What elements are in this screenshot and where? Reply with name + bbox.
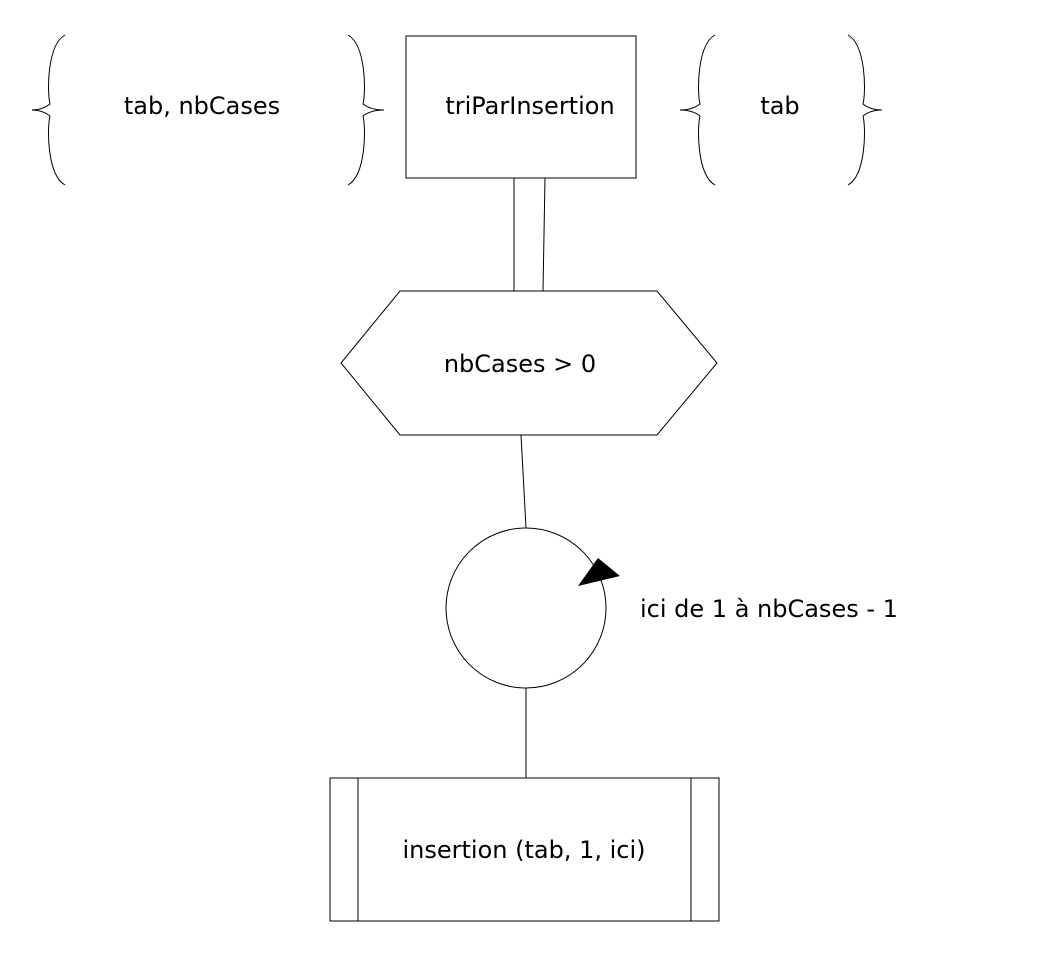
output-parameters-text: tab: [760, 92, 799, 120]
output-left-brace: [679, 34, 716, 186]
loop-arrow-icon: [578, 558, 620, 586]
input-parameters-text: tab, nbCases: [124, 92, 280, 120]
input-right-brace: [347, 34, 385, 186]
loop-text: ici de 1 à nbCases - 1: [640, 595, 898, 623]
condition-frame: [340, 290, 718, 436]
output-right-brace: [847, 34, 883, 186]
procedure-connector: [513, 177, 546, 292]
procedure-name: triParInsertion: [445, 92, 614, 120]
loop-circle: [445, 527, 607, 689]
condition-text: nbCases > 0: [444, 350, 596, 378]
procedure-frame: [405, 35, 637, 179]
condition-hexagon: nbCases > 0: [340, 290, 718, 436]
condition-connector: [520, 434, 527, 529]
loop-node: ici de 1 à nbCases - 1: [445, 527, 898, 689]
input-parameters: tab, nbCases: [31, 34, 385, 186]
call-text: insertion (tab, 1, ici): [402, 836, 645, 864]
input-left-brace: [31, 34, 66, 186]
call-frame: [329, 777, 720, 922]
procedure-box: triParInsertion: [405, 35, 637, 179]
call-box: insertion (tab, 1, ici): [329, 777, 720, 922]
output-parameters: tab: [679, 34, 883, 186]
